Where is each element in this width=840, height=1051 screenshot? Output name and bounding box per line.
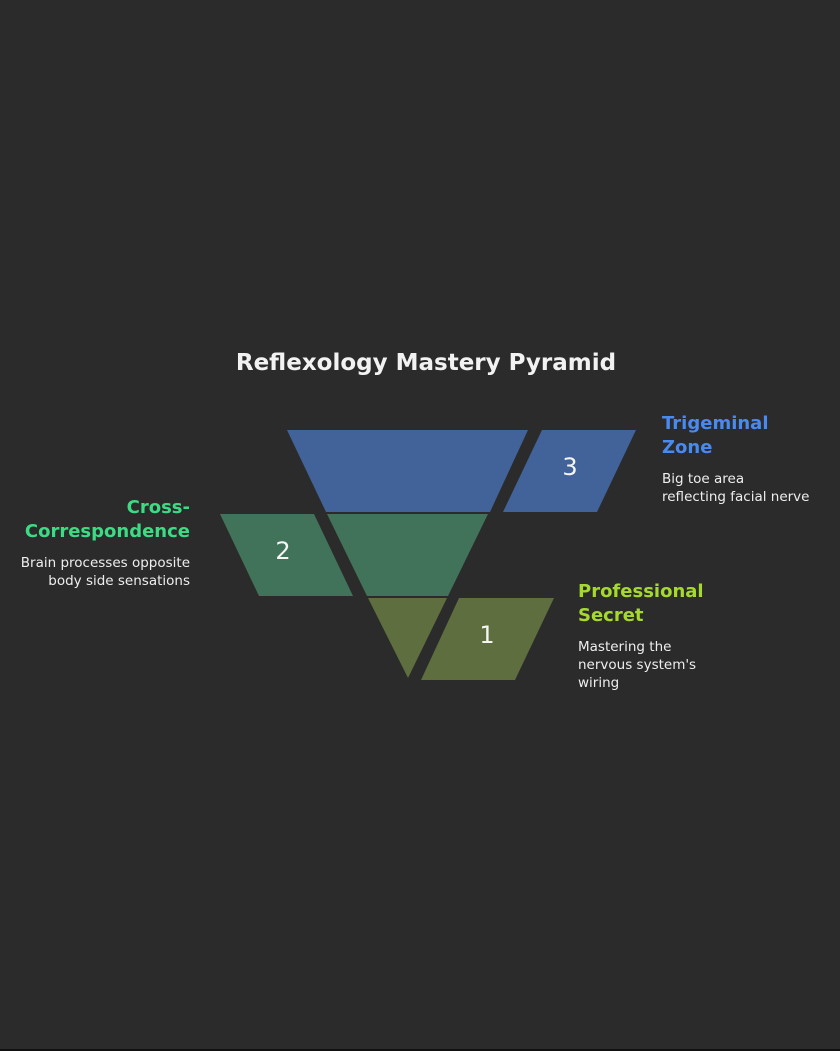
label-heading-line2: Secret bbox=[578, 605, 644, 626]
level-3-number: 3 bbox=[562, 453, 577, 481]
label-heading-line2: Correspondence bbox=[24, 521, 190, 542]
level-2-number: 2 bbox=[275, 537, 290, 565]
label-heading-line1: Trigeminal bbox=[662, 413, 769, 434]
label-heading-line1: Cross- bbox=[126, 497, 190, 518]
label-description: Big toe area reflecting facial nerve bbox=[662, 471, 810, 505]
pyramid-level-2 bbox=[327, 514, 488, 596]
label-description: Mastering the nervous system's wiring bbox=[578, 639, 697, 691]
pyramid-level-3 bbox=[287, 430, 528, 512]
label-heading-line2: Zone bbox=[662, 437, 713, 458]
pyramid-level-1 bbox=[368, 598, 447, 678]
tab-level-3 bbox=[503, 430, 636, 512]
level-1-number: 1 bbox=[479, 621, 494, 649]
label-cross-correspondence: Cross- Correspondence Brain processes opp… bbox=[10, 496, 190, 590]
diagram-title: Reflexology Mastery Pyramid bbox=[235, 350, 617, 376]
tab-level-1 bbox=[421, 598, 554, 680]
label-heading-line1: Professional bbox=[578, 581, 704, 602]
tab-level-2 bbox=[220, 514, 353, 596]
label-description: Brain processes opposite body side sensa… bbox=[20, 555, 190, 589]
